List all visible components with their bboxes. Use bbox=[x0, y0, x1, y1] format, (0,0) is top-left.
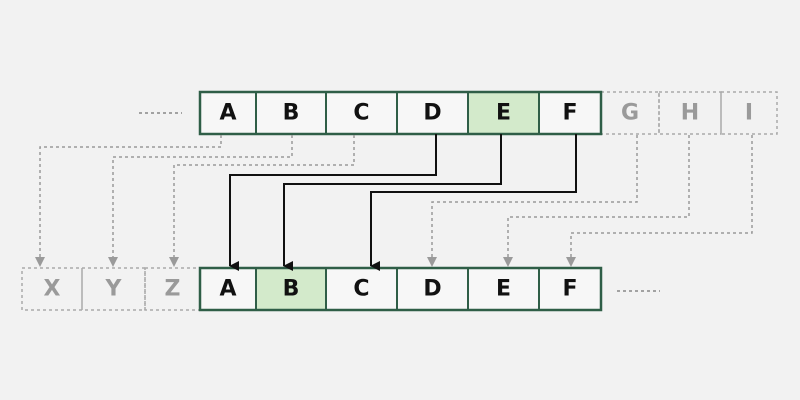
bottom-cell-label: C bbox=[353, 277, 369, 302]
dashed-arrow-g-to-d bbox=[427, 135, 638, 267]
bottom-ghost-label: Z bbox=[165, 277, 181, 302]
top-cell-label: E bbox=[496, 101, 511, 126]
top-cell-label: F bbox=[562, 101, 577, 126]
bottom-cell-d bbox=[396, 267, 469, 311]
top-ghost-label: I bbox=[745, 101, 753, 126]
bottom-cell-label: A bbox=[219, 277, 236, 302]
top-row-border bbox=[198, 90, 603, 136]
top-cell-b bbox=[255, 91, 327, 135]
top-ghost-label: G bbox=[621, 101, 639, 126]
bottom-cell-label: F bbox=[562, 277, 577, 302]
solid-arrow-e-to-b bbox=[283, 134, 502, 271]
top-cell-label: A bbox=[219, 101, 236, 126]
dashed-arrow-h-to-e bbox=[503, 135, 690, 267]
top-cell-label: D bbox=[423, 101, 441, 126]
dashed-arrow-c-to-z bbox=[169, 135, 355, 267]
top-ghost-cell-i bbox=[720, 91, 778, 135]
dashed-arrow-i-to-f bbox=[566, 135, 753, 267]
bottom-ghost-label: X bbox=[44, 277, 61, 302]
bottom-cell-label: B bbox=[283, 277, 300, 302]
top-cell-label: B bbox=[283, 101, 300, 126]
dashed-arrow-a-to-x bbox=[35, 135, 222, 267]
bottom-row-border bbox=[198, 266, 603, 312]
solid-arrow-f-to-c bbox=[370, 134, 577, 271]
top-ghost-label: H bbox=[681, 101, 699, 126]
bottom-cell-label: D bbox=[423, 277, 441, 302]
bottom-ghost-label: Y bbox=[105, 277, 123, 302]
bottom-ghost-cell-y bbox=[81, 267, 146, 311]
top-cell-label: C bbox=[353, 101, 369, 126]
dashed-arrow-b-to-y bbox=[108, 135, 293, 267]
solid-arrow-d-to-a bbox=[229, 134, 437, 271]
top-ghost-cell-h bbox=[658, 91, 722, 135]
bottom-cell-label: E bbox=[496, 277, 511, 302]
